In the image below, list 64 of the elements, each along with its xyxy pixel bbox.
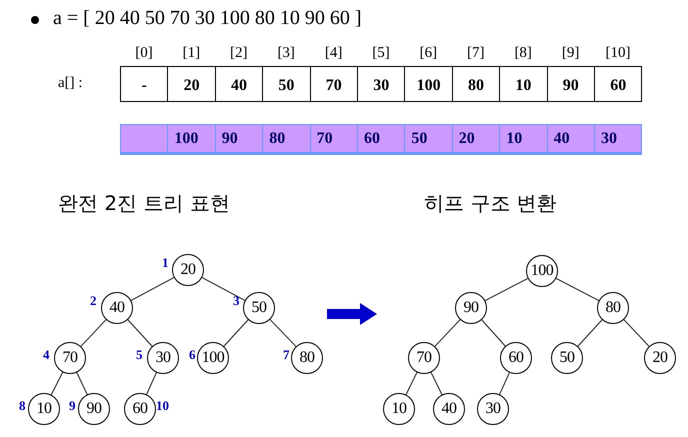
node-index: 10 bbox=[156, 399, 169, 413]
array-cell: 60 bbox=[594, 66, 642, 102]
index-label: [3] bbox=[276, 44, 296, 62]
tree-edge bbox=[50, 372, 64, 396]
node-index: 4 bbox=[43, 348, 50, 362]
tree-edge bbox=[76, 372, 88, 396]
tree-edge bbox=[80, 319, 107, 347]
heap-array-cell: 30 bbox=[594, 124, 642, 155]
heap-array-cell: 80 bbox=[262, 124, 311, 155]
index-label: [9] bbox=[560, 44, 580, 62]
index-label: [0] bbox=[134, 44, 154, 62]
array-cell: 40 bbox=[214, 66, 264, 102]
heap-array-cell: 50 bbox=[404, 124, 453, 155]
array-cell: 20 bbox=[167, 66, 216, 102]
node-index: 9 bbox=[69, 399, 76, 413]
tree-edge bbox=[127, 319, 153, 347]
tree-edge bbox=[484, 278, 528, 302]
tree-edge bbox=[406, 372, 418, 396]
tree-edge bbox=[481, 319, 506, 347]
heap-array-cell: 70 bbox=[310, 124, 358, 155]
tree-edge bbox=[270, 319, 296, 347]
heap-array-cell: 90 bbox=[214, 124, 264, 155]
index-label: [1] bbox=[182, 44, 202, 62]
index-label: [8] bbox=[513, 44, 533, 62]
tree-edge bbox=[130, 277, 174, 301]
index-label: [4] bbox=[324, 44, 344, 62]
index-label: [5] bbox=[371, 44, 391, 62]
array-cell: 50 bbox=[262, 66, 311, 102]
index-label: [2] bbox=[229, 44, 249, 62]
tree-edge bbox=[430, 372, 442, 396]
array-cell: 80 bbox=[452, 66, 500, 102]
heap-array-cell: 40 bbox=[546, 124, 595, 155]
heap-array-cell: 60 bbox=[357, 124, 406, 155]
node-index: 2 bbox=[90, 294, 96, 308]
tree-edge bbox=[623, 319, 650, 347]
index-label: [6] bbox=[418, 44, 438, 62]
tree-edge bbox=[434, 319, 461, 347]
node-index: 1 bbox=[162, 256, 168, 270]
tree-edge bbox=[556, 278, 600, 302]
array-cell: - bbox=[120, 66, 168, 102]
array-cell: 70 bbox=[310, 66, 358, 102]
tree-edge bbox=[499, 372, 510, 395]
array-definition: a = [ 20 40 50 70 30 100 80 10 90 60 ] bbox=[53, 6, 362, 31]
section-heading: 히프 구조 변환 bbox=[424, 190, 557, 216]
node-index: 5 bbox=[136, 348, 142, 362]
node-index: 7 bbox=[283, 348, 290, 362]
index-label: [10] bbox=[604, 44, 632, 62]
array-cell: 100 bbox=[404, 66, 453, 102]
array-cell: 10 bbox=[499, 66, 548, 102]
array-cell: 30 bbox=[357, 66, 406, 102]
node-index: 8 bbox=[19, 399, 26, 413]
node-index: 3 bbox=[233, 294, 240, 308]
node-index: 6 bbox=[189, 348, 196, 362]
tree-edge bbox=[223, 319, 249, 347]
tree-edge bbox=[146, 372, 157, 395]
section-heading: 완전 2진 트리 표현 bbox=[58, 190, 230, 216]
array-name: a[] : bbox=[58, 74, 83, 92]
index-label: [7] bbox=[466, 44, 486, 62]
heap-array-cell: 10 bbox=[499, 124, 548, 155]
tree-edge bbox=[202, 277, 246, 301]
heap-array-cell: 20 bbox=[452, 124, 500, 155]
array-cell: 90 bbox=[546, 66, 595, 102]
tree-edge bbox=[577, 319, 603, 347]
heap-array-cell: 100 bbox=[167, 124, 216, 155]
